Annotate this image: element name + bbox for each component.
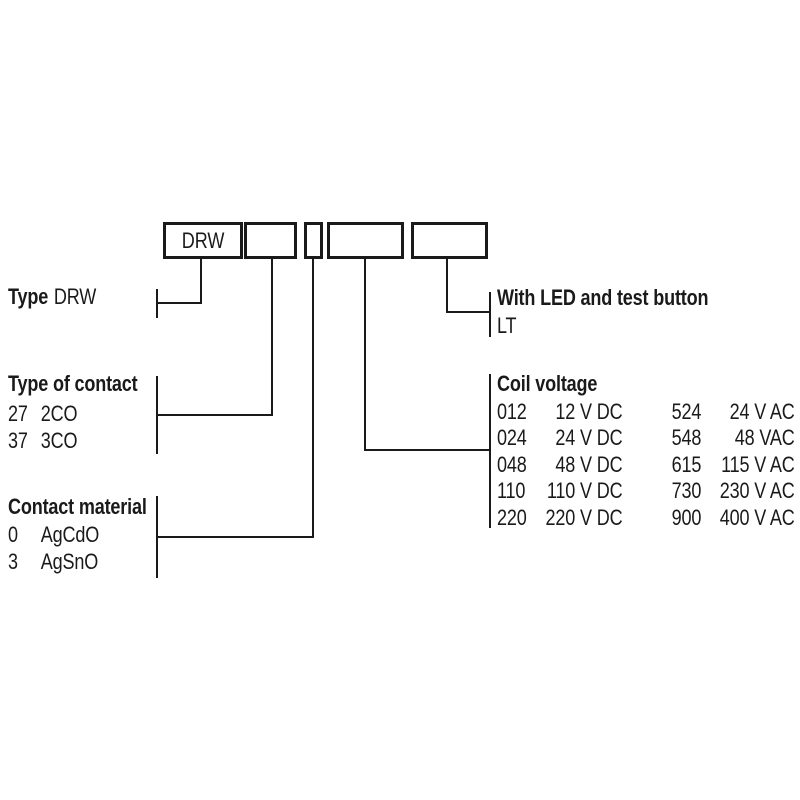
connector-led-tick (489, 292, 491, 337)
type-value: DRW (53, 284, 97, 309)
coil-voltage-row: 220 220 V DC 900 400 V AC (497, 504, 795, 532)
connector-type-vertical (200, 258, 202, 304)
connector-contact-horizontal (157, 414, 273, 416)
material-code-box (304, 222, 323, 259)
coil-column-spacer (622, 426, 671, 452)
coil-ac-code: 615 (671, 451, 702, 477)
coil-ac-label: 24 V AC (729, 399, 795, 424)
coil-column-spacer (622, 479, 671, 505)
type-section: Type DRW (8, 285, 96, 309)
material-option: 0 AgCdO (8, 523, 99, 547)
coil-dc-label: 12 V DC (555, 399, 623, 424)
contact-heading: Type of contact (8, 371, 138, 396)
connector-material-tick (156, 496, 158, 578)
coil-ac-code: 548 (671, 425, 702, 451)
led-heading: With LED and test button (497, 285, 709, 310)
contact-option: 37 3CO (8, 428, 78, 453)
coil-voltage-row: 024 24 V DC 548 48 VAC (497, 426, 795, 452)
material-option-code: 0 (8, 522, 18, 547)
coil-voltage-table: 012 12 V DC 524 24 V AC 024 24 V DC 548 … (497, 399, 795, 532)
coil-dc-label: 24 V DC (555, 425, 623, 451)
coil-voltage-row: 012 12 V DC 524 24 V AC (497, 399, 795, 426)
contact-option-code: 37 (8, 428, 28, 453)
connector-type-tick (156, 289, 158, 318)
coil-voltage-row: 110 110 V DC 730 230 V AC (497, 478, 795, 505)
connector-type-horizontal (157, 302, 202, 304)
coil-ac-code: 730 (671, 478, 702, 504)
connector-contact-vertical (271, 258, 273, 416)
connector-led-horizontal (446, 311, 491, 313)
contact-option: 27 2CO (8, 401, 78, 426)
material-option-label: AgSnO (40, 549, 99, 574)
coil-dc-label: 110 V DC (546, 478, 623, 504)
coil-ac-code: 524 (671, 399, 702, 424)
connector-voltage-tick (489, 374, 491, 528)
connector-voltage-horizontal (364, 449, 491, 451)
type-code-box-label: DRW (181, 227, 225, 253)
connector-material-vertical (312, 258, 314, 538)
coil-dc-code: 110 (497, 478, 526, 504)
material-option-label: AgCdO (40, 522, 100, 547)
coil-column-spacer (622, 453, 671, 479)
voltage-code-box (327, 222, 404, 259)
material-option-code: 3 (8, 549, 18, 574)
contact-code-box (244, 222, 297, 259)
material-option: 3 AgSnO (8, 550, 98, 574)
material-heading: Contact material (8, 494, 147, 519)
coil-ac-label: 48 VAC (734, 425, 795, 451)
connector-voltage-vertical (364, 258, 366, 451)
coil-ac-label: 230 V AC (719, 478, 795, 504)
led-code: LT (497, 313, 517, 338)
coil-heading: Coil voltage (497, 371, 598, 396)
coil-voltage-row: 048 48 V DC 615 115 V AC (497, 451, 795, 479)
coil-dc-label: 220 V DC (545, 504, 623, 530)
coil-dc-code: 024 (497, 425, 527, 451)
coil-ac-label: 115 V AC (721, 451, 795, 477)
coil-ac-code: 900 (671, 504, 702, 530)
contact-option-label: 2CO (40, 401, 78, 426)
connector-material-horizontal (157, 536, 314, 538)
coil-dc-code: 220 (497, 504, 527, 530)
coil-column-spacer (622, 506, 671, 532)
coil-dc-code: 012 (497, 399, 527, 424)
connector-contact-tick (156, 376, 158, 454)
coil-dc-label: 48 V DC (555, 451, 623, 477)
connector-led-vertical (446, 258, 448, 313)
coil-column-spacer (622, 400, 671, 426)
coil-dc-code: 048 (497, 451, 527, 477)
led-code-box (411, 222, 488, 259)
contact-option-label: 3CO (40, 428, 78, 453)
type-code-box: DRW (163, 222, 243, 259)
contact-option-code: 27 (8, 401, 28, 426)
type-heading: Type (8, 284, 49, 309)
coil-ac-label: 400 V AC (719, 504, 795, 530)
